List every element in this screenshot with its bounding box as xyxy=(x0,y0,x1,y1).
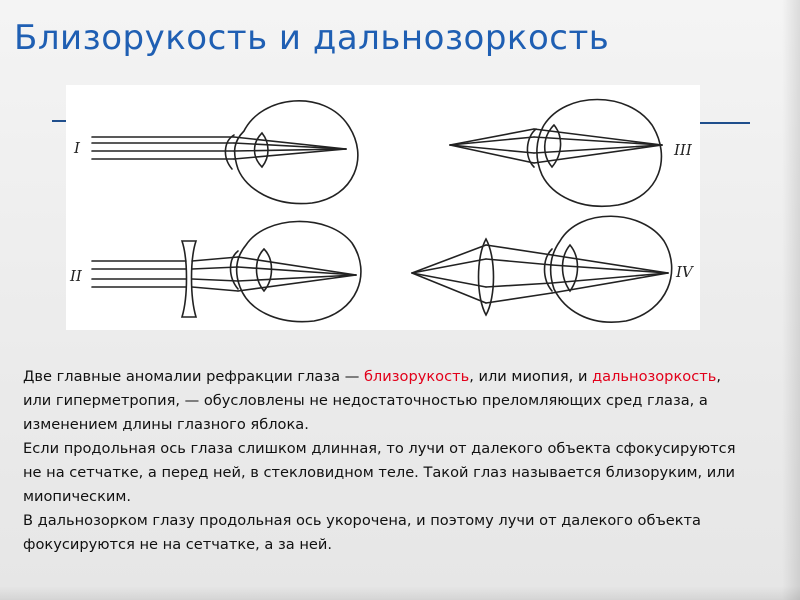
light-ray xyxy=(191,266,239,270)
crystalline-lens xyxy=(253,131,269,169)
light-ray xyxy=(551,272,669,294)
slide-edge-shadow xyxy=(782,0,800,600)
eyeball-outline xyxy=(235,220,362,323)
light-ray xyxy=(233,148,347,152)
diagram-point-source xyxy=(449,98,663,207)
text-run: Две главные аномалии рефракции глаза — xyxy=(23,368,364,385)
light-ray xyxy=(233,148,347,160)
figure-label-i: I xyxy=(73,139,81,157)
light-ray xyxy=(411,244,487,274)
cornea xyxy=(526,128,537,168)
light-ray xyxy=(533,136,663,146)
slide-title: Близорукость и дальнозоркость xyxy=(14,18,610,58)
paragraph-refraction-anomalies: Две главные аномалии рефракции глаза — б… xyxy=(23,365,743,437)
light-ray xyxy=(449,144,535,164)
eyeball-outline xyxy=(536,98,663,207)
text-run: , или миопия, и xyxy=(469,368,593,385)
light-ray xyxy=(551,254,669,274)
figure-label-iii: III xyxy=(673,141,693,159)
cornea xyxy=(224,134,235,170)
diagram-myopia xyxy=(91,100,359,205)
light-ray xyxy=(485,292,553,304)
light-ray xyxy=(237,266,357,276)
term-hyperopia: дальнозоркость xyxy=(592,368,717,385)
crystalline-lens xyxy=(543,123,562,169)
term-myopia: близорукость xyxy=(363,368,470,385)
eye-refraction-figure: I III II IV xyxy=(66,85,700,330)
light-ray xyxy=(485,258,553,266)
crystalline-lens xyxy=(255,247,273,293)
light-ray xyxy=(533,128,663,146)
paragraph-hyperopia: В дальнозорком глазу продольная ось укор… xyxy=(23,512,702,553)
light-ray xyxy=(551,264,669,274)
light-ray xyxy=(191,256,239,262)
crystalline-lens xyxy=(561,243,579,293)
eyeball-outline xyxy=(233,100,359,205)
body-text: Две главные аномалии рефракции глаза — б… xyxy=(23,365,743,557)
light-ray xyxy=(485,282,553,288)
light-ray xyxy=(237,274,357,292)
light-ray xyxy=(411,272,487,288)
light-ray xyxy=(191,278,239,282)
cornea xyxy=(229,250,239,290)
light-ray xyxy=(411,258,487,274)
text-run: , или гиперметропия, — обусловлены не не… xyxy=(23,368,721,433)
light-ray xyxy=(237,274,357,282)
light-ray xyxy=(533,144,663,164)
light-ray xyxy=(449,136,535,146)
light-ray xyxy=(449,128,535,146)
light-ray xyxy=(233,136,347,150)
light-ray xyxy=(411,272,487,304)
slide-bottom-shadow xyxy=(0,586,800,600)
light-ray xyxy=(485,244,553,256)
paragraph-myopia: Если продольная ось глаза слишком длинна… xyxy=(23,440,736,505)
figure-label-ii: II xyxy=(69,267,83,285)
light-ray xyxy=(551,272,669,284)
light-ray xyxy=(191,286,239,292)
concave-lens xyxy=(180,240,198,318)
title-rule-right xyxy=(700,122,750,124)
eye-diagram-svg: I III II IV xyxy=(69,98,695,323)
light-ray xyxy=(533,144,663,154)
diagram-concave-correction xyxy=(91,220,362,323)
title-rule-left xyxy=(52,120,68,122)
figure-label-iv: IV xyxy=(675,263,695,281)
light-ray xyxy=(233,142,347,150)
light-ray xyxy=(237,256,357,276)
cornea xyxy=(543,248,553,292)
light-ray xyxy=(449,144,535,154)
diagram-convex-correction xyxy=(411,215,673,323)
